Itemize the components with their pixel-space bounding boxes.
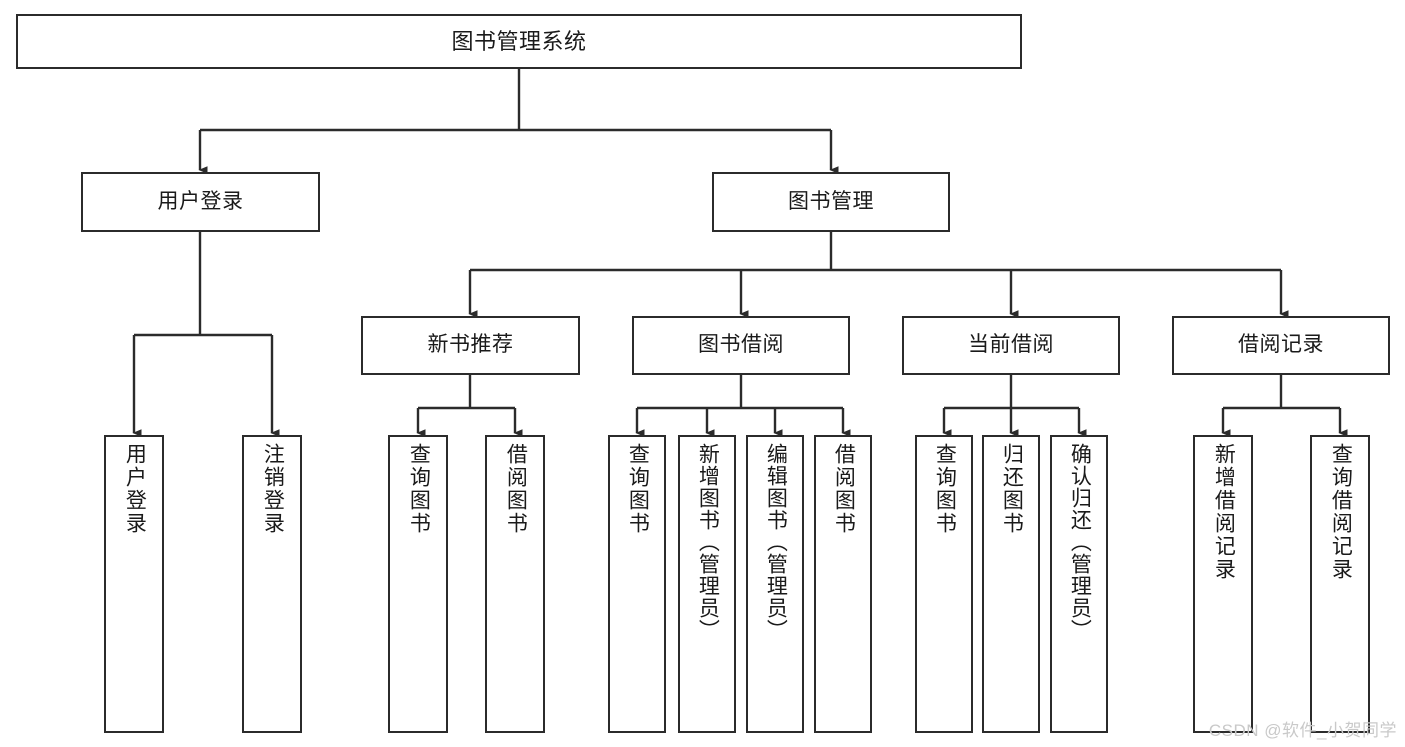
node-book-borrow[interactable]: 图书借阅 (632, 316, 850, 375)
node-leaf-query-record[interactable]: 查询借阅记录 (1310, 435, 1370, 733)
node-label: 新增图书（管理员） (696, 443, 720, 641)
edges (132, 69, 1348, 437)
node-label: 用户登录 (157, 189, 244, 213)
node-leaf-add-record[interactable]: 新增借阅记录 (1193, 435, 1253, 733)
node-leaf-user-logout[interactable]: 注销登录 (242, 435, 302, 733)
node-label: 图书管理 (788, 189, 874, 213)
node-label: 确认归还（管理员） (1068, 443, 1092, 641)
node-new-book-rec[interactable]: 新书推荐 (361, 316, 580, 375)
node-label: 新书推荐 (427, 333, 514, 357)
node-label: 注销登录 (261, 443, 285, 535)
node-root[interactable]: 图书管理系统 (16, 14, 1022, 69)
node-leaf-borrow-book-1[interactable]: 借阅图书 (485, 435, 545, 733)
node-label: 借阅图书 (832, 443, 856, 535)
node-label: 查询图书 (626, 443, 650, 535)
node-leaf-query-book-3[interactable]: 查询图书 (915, 435, 973, 733)
node-label: 图书管理系统 (451, 28, 587, 54)
node-label: 借阅记录 (1238, 333, 1324, 357)
node-label: 图书借阅 (698, 333, 784, 357)
node-leaf-confirm-return[interactable]: 确认归还（管理员） (1050, 435, 1108, 733)
node-label: 当前借阅 (968, 333, 1054, 357)
csdn-watermark: CSDN @软件_小贺同学 (1208, 721, 1397, 740)
node-label: 借阅图书 (504, 443, 528, 535)
node-label: 新增借阅记录 (1212, 443, 1236, 581)
node-borrow-record[interactable]: 借阅记录 (1172, 316, 1390, 375)
node-book-manage[interactable]: 图书管理 (712, 172, 950, 232)
node-leaf-borrow-book-2[interactable]: 借阅图书 (814, 435, 872, 733)
node-leaf-add-book[interactable]: 新增图书（管理员） (678, 435, 736, 733)
node-leaf-query-book-1[interactable]: 查询图书 (388, 435, 448, 733)
node-label: 查询图书 (407, 443, 431, 535)
node-label: 编辑图书（管理员） (764, 443, 788, 641)
node-label: 查询图书 (933, 443, 957, 535)
node-user-login[interactable]: 用户登录 (81, 172, 320, 232)
node-label: 归还图书 (1000, 443, 1024, 535)
node-label: 查询借阅记录 (1329, 443, 1353, 581)
node-leaf-edit-book[interactable]: 编辑图书（管理员） (746, 435, 804, 733)
node-current-borrow[interactable]: 当前借阅 (902, 316, 1120, 375)
node-leaf-user-login[interactable]: 用户登录 (104, 435, 164, 733)
node-leaf-return-book[interactable]: 归还图书 (982, 435, 1040, 733)
node-label: 用户登录 (123, 443, 147, 535)
node-leaf-query-book-2[interactable]: 查询图书 (608, 435, 666, 733)
